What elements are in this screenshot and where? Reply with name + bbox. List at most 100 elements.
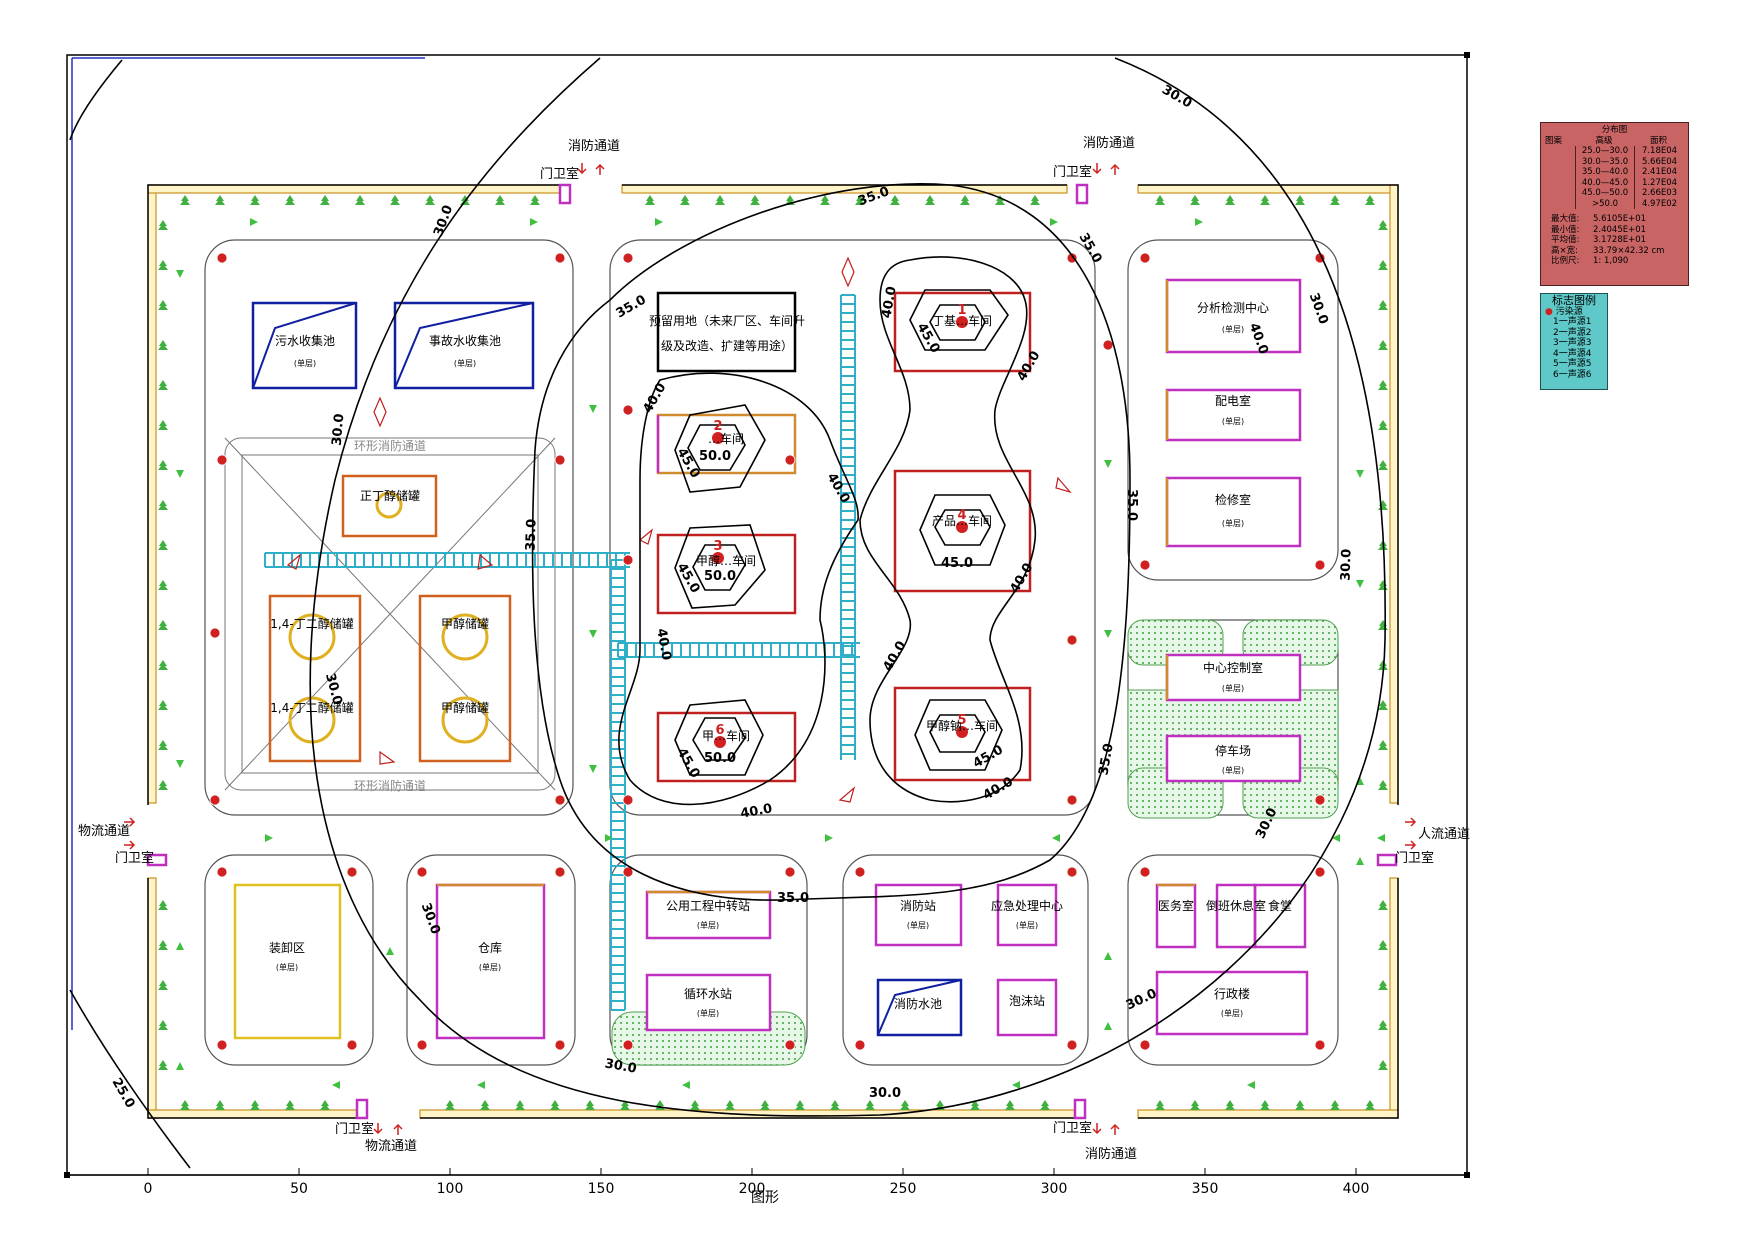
contour-50-3: [692, 544, 746, 591]
hydrant-icon: [554, 866, 566, 878]
accident-pool-note: (单层): [454, 358, 476, 368]
tank-area-outline: [224, 437, 556, 791]
tree-icon: [250, 1100, 260, 1110]
hydrant-icon: [622, 866, 634, 878]
contour-label: 50.0: [704, 569, 736, 584]
hydrant-icon: [1066, 1039, 1078, 1051]
tree-icon: [960, 195, 970, 205]
legend-range: 25.0—30.0: [1575, 146, 1634, 157]
contour-label: 50.0: [699, 449, 731, 464]
legend-range: 30.0—35.0: [1575, 156, 1634, 167]
tree-icon: [1030, 195, 1040, 205]
tree-icon: [1365, 1100, 1375, 1110]
workshop-1: [893, 291, 1032, 373]
admin-label: 行政楼: [1214, 986, 1250, 1001]
contour-label: 30.0: [418, 901, 443, 936]
contour-45-3: [674, 524, 766, 609]
tree-icon: [1378, 980, 1388, 990]
tree-icon: [530, 195, 540, 205]
wall-outline: [147, 184, 1399, 1119]
tree-icon: [1378, 1020, 1388, 1030]
logistics-bottom: 物流通道: [365, 1139, 417, 1154]
tank-crude-label: 正丁醇储罐: [360, 488, 420, 503]
stat-label: 平均值:: [1551, 235, 1580, 245]
tree-icon: [158, 1020, 168, 1030]
control-room-note: (单层): [1222, 683, 1244, 693]
source-legend-item: 6一声源6: [1553, 369, 1592, 380]
tree-icon: [1378, 260, 1388, 270]
source-dot-icon: ●: [1545, 306, 1553, 317]
hydrant-icon: [622, 404, 634, 416]
direction-arrow-icon: [176, 470, 184, 478]
x-axis-label: 图形: [751, 1190, 779, 1206]
tree-icon: [995, 195, 1005, 205]
direction-arrow-icon: [176, 760, 184, 768]
legend-area: 2.66E03: [1634, 188, 1684, 199]
direction-arrow-icon: [1012, 1081, 1020, 1089]
workshop-6-label: 甲…车间: [702, 728, 750, 743]
contour-40-left: [618, 372, 859, 806]
tree-icon: [158, 900, 168, 910]
contour-label: 30.0: [1124, 986, 1159, 1013]
tree-icon: [1378, 420, 1388, 430]
distribution-legend-row: >50.0 4.97E02: [1545, 198, 1684, 209]
legend-header-level: 高级: [1595, 135, 1613, 146]
analysis-center-label: 分析检测中心: [1197, 300, 1269, 315]
tree-icon: [1225, 195, 1235, 205]
source-legend-title: 标志图例: [1552, 294, 1596, 307]
emergency-center-note: (单层): [1016, 920, 1038, 930]
logistics-left: 物流通道: [78, 824, 130, 839]
direction-arrow-icon: [176, 1062, 184, 1070]
tree-icon: [320, 1100, 330, 1110]
tank-bdo-1-label: 1,4-丁二醇储罐: [270, 616, 353, 631]
hydrant-icon: [622, 252, 634, 264]
tree-icon: [425, 195, 435, 205]
fire-lane-top-left: 消防通道: [568, 138, 620, 154]
contour-50-5: [929, 714, 986, 753]
utility-label: 公用工程中转站: [666, 898, 750, 913]
hydrant-icon: [1066, 866, 1078, 878]
distribution-legend-stat: 比例尺: 1: 1,090: [1551, 256, 1684, 267]
distribution-legend-row: 35.0—40.0 2.41E04: [1545, 167, 1684, 178]
tree-icon: [890, 195, 900, 205]
tree-icon: [158, 420, 168, 430]
pollution-source-number: 4: [957, 508, 966, 523]
distribution-legend-stat: 最小值: 2.4045E+01: [1551, 225, 1684, 236]
tree-icon: [285, 195, 295, 205]
tree-icon: [725, 1100, 735, 1110]
workshop-6: [656, 711, 797, 783]
road-blocks: [204, 239, 1339, 1066]
x-tick-label: 0: [144, 1181, 153, 1197]
contour-30-corner: [69, 59, 123, 141]
tree-icon: [215, 1100, 225, 1110]
office-label: 倒班休息室: [1206, 898, 1266, 913]
workshop-2-label: …车间: [708, 431, 744, 446]
tree-icon: [1378, 700, 1388, 710]
contour-45-2: [674, 404, 766, 493]
tree-icon: [865, 1100, 875, 1110]
guard-top-right: 门卫室: [1053, 164, 1092, 180]
buildings-layer: [233, 278, 1309, 1040]
contour-label: 35.0: [523, 519, 539, 552]
direction-arrow-icon: [530, 218, 538, 226]
direction-arrow-icon: [1104, 460, 1112, 468]
hydrant-icon: [622, 1039, 634, 1051]
people-right: 人流通道: [1418, 827, 1470, 842]
legend-swatch: [1545, 146, 1575, 157]
tree-icon: [158, 740, 168, 750]
tree-icon: [925, 195, 935, 205]
contour-label: 45.0: [941, 556, 973, 571]
analysis-center: [1165, 278, 1302, 354]
contour-45-1: [909, 289, 1009, 351]
legend-range: >50.0: [1575, 198, 1634, 209]
fire-pool-label: 消防水池: [894, 996, 942, 1011]
direction-arrow-icon: [176, 942, 184, 950]
tree-icon: [690, 1100, 700, 1110]
pollution-source-icon: [956, 726, 968, 738]
distribution-legend-stat: 最大值: 5.6105E+01: [1551, 214, 1684, 225]
contour-label: 35.0: [1124, 489, 1139, 521]
direction-arrow-icon: [1247, 1081, 1255, 1089]
